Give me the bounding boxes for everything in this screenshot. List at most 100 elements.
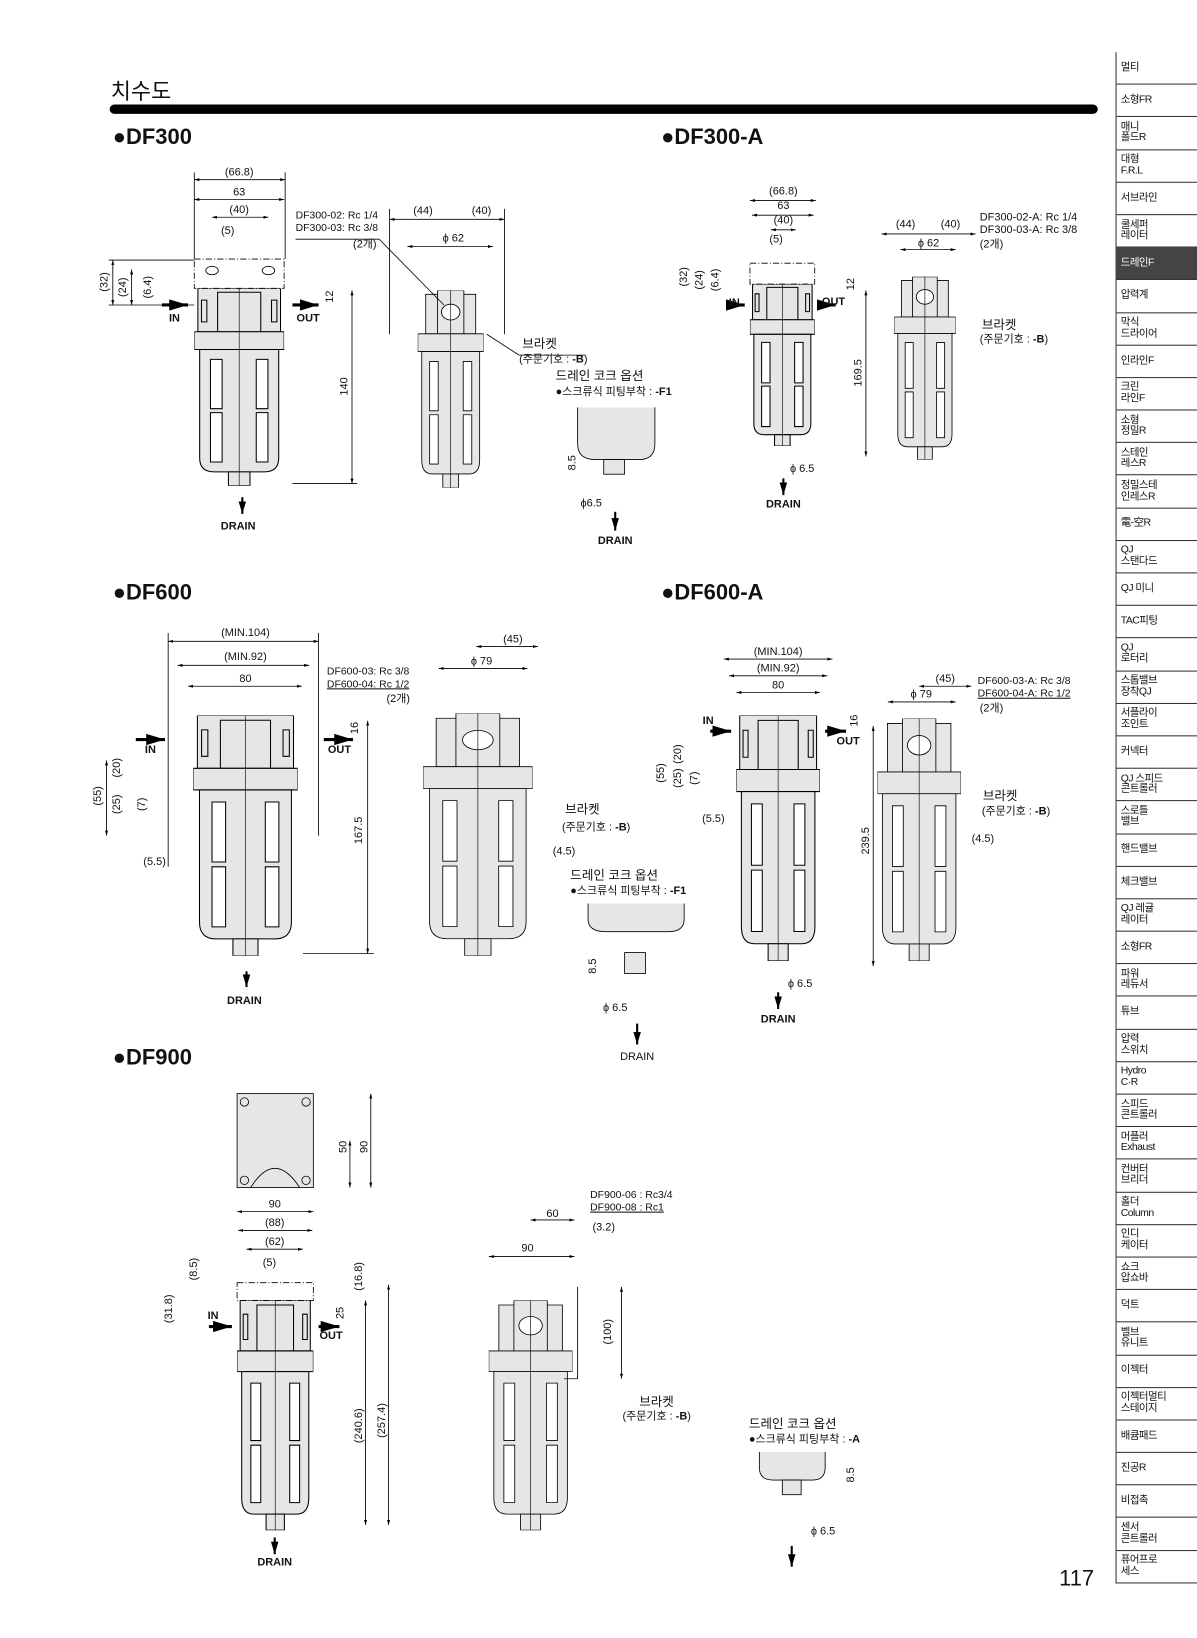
dim-label: (32) [677, 267, 691, 287]
sidebar-item[interactable]: TAC피팅 [1116, 606, 1197, 639]
dim-label: (16.8) [352, 1262, 366, 1291]
section-title-df900: ●DF900 [112, 1045, 192, 1070]
dim-label: (25) [671, 768, 684, 788]
sidebar-item[interactable]: 커넥터 [1116, 736, 1197, 769]
port-spec: DF300-02-A: Rc 1/4 [979, 210, 1078, 224]
sidebar-item[interactable]: 정밀스테 인레스R [1116, 476, 1197, 509]
in-label: IN [207, 1309, 219, 1323]
df600-front-view [193, 715, 298, 956]
sidebar-item[interactable]: 퓨어프로 세스 [1116, 1551, 1197, 1584]
sidebar-item[interactable]: 드레인F [1116, 247, 1197, 281]
section-title-df600: ●DF600 [112, 580, 192, 605]
dim-label: ϕ6.5 [580, 497, 602, 510]
sidebar-item[interactable]: 튜브 [1116, 997, 1197, 1030]
dim-label: (7) [688, 771, 701, 785]
sidebar-item[interactable]: 스피드 콘트롤러 [1116, 1095, 1197, 1128]
sidebar-item[interactable]: 파워 레듀서 [1116, 964, 1197, 997]
sidebar-item[interactable]: QJ 미니 [1116, 573, 1197, 607]
sidebar-item[interactable]: 벨브 유니트 [1116, 1323, 1197, 1356]
sidebar-item[interactable]: 크린 라인F [1116, 378, 1197, 411]
section-title-df300a: ●DF300-A [661, 125, 764, 150]
sidebar-item[interactable]: 체크밸브 [1116, 867, 1197, 900]
drain-option-title: 드레인 코크 옵션 [555, 368, 644, 384]
drain-option-text: ●스크류식 피팅부착 : [570, 884, 670, 898]
sidebar-item[interactable]: 이젝터멀티 스테이지 [1116, 1388, 1197, 1421]
sidebar-item[interactable]: 소형 정밀R [1116, 411, 1197, 444]
sidebar-item[interactable]: 압력 스위치 [1116, 1029, 1197, 1063]
sidebar-item[interactable]: 막식 드라이어 [1116, 313, 1197, 346]
dim-label: (40) [940, 218, 961, 231]
sidebar-item[interactable]: 덕트 [1116, 1290, 1197, 1323]
sidebar-item[interactable]: 진공R [1116, 1453, 1197, 1486]
bracket-note: (주문기호 : -B) [623, 1411, 691, 1422]
dim-label: (MIN.104) [753, 645, 803, 659]
dim-label: ϕ 6.5 [787, 977, 813, 991]
sidebar-item[interactable]: 스테인 레스R [1116, 443, 1197, 476]
df900-top-view [236, 1093, 314, 1189]
port-spec: DF300-03-A: Rc 3/8 [979, 223, 1078, 237]
note-suffix: ) [1046, 805, 1051, 818]
dim-label: (5) [220, 224, 235, 238]
sidebar-item[interactable]: 서플라이 조인트 [1116, 704, 1197, 737]
df300-side-view [417, 290, 484, 488]
dim-label: 60 [546, 1207, 559, 1220]
note-prefix: (주문기호 : [519, 353, 573, 366]
sidebar-item[interactable]: 쿨세퍼 레이터 [1116, 215, 1197, 248]
page-title: 치수도 [110, 80, 172, 105]
section-title-df300: ●DF300 [112, 125, 192, 150]
sidebar-item[interactable]: 배큠패드 [1116, 1420, 1197, 1453]
dim-label: (3.2) [592, 1221, 615, 1234]
sidebar-item[interactable]: 이젝터 [1116, 1355, 1197, 1388]
dim-label: (20) [110, 757, 123, 778]
sidebar-item[interactable]: 매니 폴드R [1116, 117, 1197, 150]
drain-option-code: -F1 [669, 884, 687, 898]
dim-label: ϕ 6.5 [789, 462, 815, 476]
port-spec: DF600-03: Rc 3/8 [326, 666, 410, 678]
note-code: -B [1032, 333, 1045, 346]
sidebar-item[interactable]: 소형FR [1116, 932, 1197, 965]
sidebar-item[interactable]: 멀티 [1116, 52, 1197, 85]
in-label: IN [702, 714, 714, 727]
port-spec: DF300-02: Rc 1/4 [295, 209, 379, 222]
sidebar-item[interactable]: 홀더 Column [1116, 1192, 1197, 1225]
drain-option-sub: ●스크류식 피팅부착 : -A [749, 1434, 860, 1445]
sidebar-item[interactable]: 인라인F [1116, 345, 1197, 378]
sidebar-item[interactable]: QJ 로터리 [1116, 639, 1197, 672]
dim-label: (88) [264, 1216, 285, 1230]
drain-option-text: ●스크류식 피팅부착 : [555, 385, 656, 398]
sidebar-item[interactable]: 서브라인 [1116, 183, 1197, 216]
sidebar-item[interactable]: 스로틀 밸브 [1116, 801, 1197, 835]
dim-label: (31.8) [162, 1294, 176, 1324]
dim-label: 239.5 [859, 827, 872, 855]
sidebar-item[interactable]: 인디 케이터 [1116, 1225, 1197, 1258]
sidebar-item[interactable]: 쇼크 압쇼바 [1116, 1258, 1197, 1291]
dim-label: 25 [333, 1306, 347, 1320]
sidebar-item[interactable]: 電-空R [1116, 508, 1197, 541]
sidebar-item[interactable]: QJ 스피드 콘트롤러 [1116, 769, 1197, 802]
sidebar-item[interactable]: 스톱밸브 장착QJ [1116, 671, 1197, 704]
sidebar-item[interactable]: 머플러 Exhaust [1116, 1127, 1197, 1160]
sidebar-item[interactable]: Hydro C·R [1116, 1062, 1197, 1095]
dim-label: (240.6) [352, 1408, 366, 1444]
dim-label: 16 [847, 714, 861, 727]
in-label: IN [728, 296, 740, 310]
port-spec: DF300-03: Rc 3/8 [295, 222, 379, 234]
out-label: OUT [821, 295, 846, 309]
sidebar-item[interactable]: 대형 F.R.L [1116, 150, 1197, 183]
sidebar-item[interactable]: 비접촉 [1116, 1486, 1197, 1519]
dim-label: (24) [693, 270, 706, 290]
qty-label: (2개) [979, 701, 1004, 715]
sidebar-item[interactable]: 소형FR [1116, 85, 1197, 118]
dim-label: (8.5) [187, 1257, 201, 1281]
sidebar-item[interactable]: 센서 콘트롤러 [1116, 1518, 1197, 1551]
sidebar-item[interactable]: 컨버터 브리더 [1116, 1160, 1197, 1193]
sidebar-item[interactable]: QJ 레귤 레이터 [1116, 899, 1197, 932]
bracket-label: 브라켓 [981, 317, 1017, 333]
sidebar-item[interactable]: 압력계 [1116, 280, 1197, 313]
dim-label: ϕ 62 [917, 237, 940, 250]
bracket-note: (주문기호 : -B) [519, 354, 587, 365]
bracket-note: (주문기호 : -B) [980, 334, 1048, 345]
sidebar-item[interactable]: QJ 스탠다드 [1116, 541, 1197, 574]
sidebar-item[interactable]: 핸드밸브 [1116, 834, 1197, 867]
